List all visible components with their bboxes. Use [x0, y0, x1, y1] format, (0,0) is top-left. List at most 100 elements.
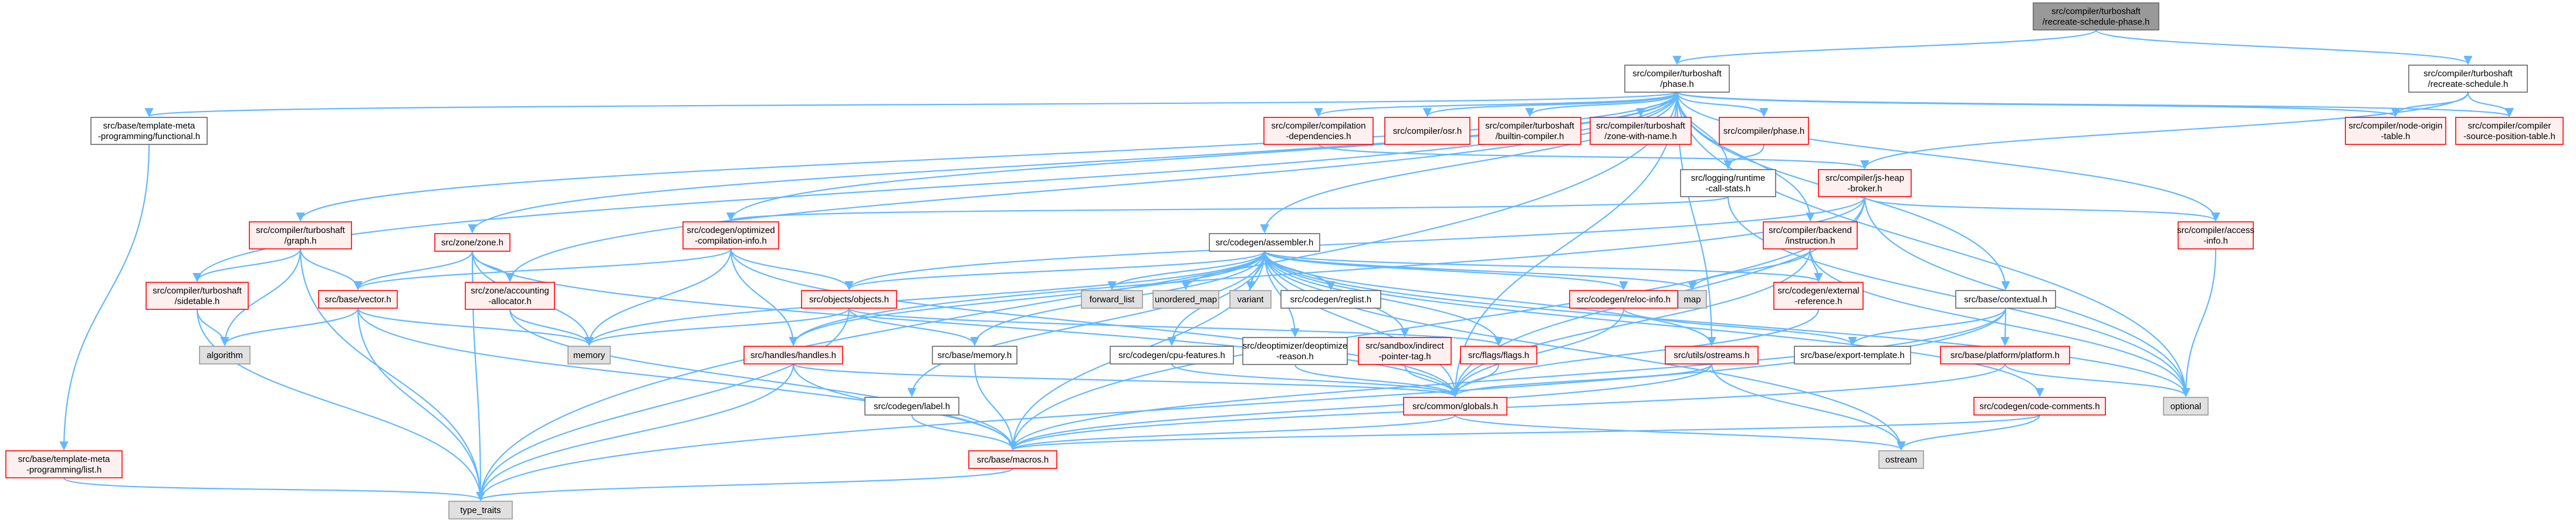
edge-compphase-to-runtimecall — [1723, 144, 1765, 170]
node-label: /phase.h — [1660, 79, 1694, 89]
edge-platform-to-optional — [2004, 363, 2190, 397]
node-label: /zone-with-name.h — [1604, 131, 1676, 141]
node-objects[interactable]: src/objects/objects.h — [801, 290, 897, 309]
edge-relocinfo-to-exporttemplate — [1622, 308, 1857, 346]
node-zone[interactable]: src/zone/zone.h — [434, 233, 511, 252]
node-label: src/logging/runtime — [1691, 173, 1766, 183]
edge-phase-to-access — [1676, 92, 2220, 222]
node-label: src/compiler/compilation — [1272, 121, 1366, 131]
node-sandboxtag[interactable]: src/sandbox/indirect-pointer-tag.h — [1358, 337, 1452, 365]
node-sourcepos[interactable]: src/compiler/compiler-source-position-ta… — [2455, 117, 2564, 145]
edge-handles-to-typetraits — [476, 363, 795, 501]
node-globals[interactable]: src/common/globals.h — [1403, 397, 1507, 416]
node-relocinfo[interactable]: src/codegen/reloc-info.h — [1569, 290, 1678, 309]
node-label: -compilation-info.h — [695, 236, 767, 246]
edge-graph-to-vector — [299, 248, 363, 291]
node-osr[interactable]: src/compiler/osr.h — [1384, 117, 1470, 145]
edge-contextual-to-macros — [1008, 308, 2007, 451]
node-basememory[interactable]: src/base/memory.h — [932, 346, 1017, 365]
node-box — [249, 221, 352, 249]
node-reglist[interactable]: src/codegen/reglist.h — [1280, 290, 1381, 309]
node-box — [199, 346, 251, 365]
node-zonewithname[interactable]: src/compiler/turboshaft/zone-with-name.h — [1590, 117, 1692, 145]
node-access[interactable]: src/compiler/access-info.h — [2177, 221, 2254, 249]
node-optcomp[interactable]: src/codegen/optimized-compilation-info.h — [682, 221, 779, 249]
node-graph[interactable]: src/compiler/turboshaft/graph.h — [249, 221, 352, 249]
edge-contextual-to-exporttemplate — [1848, 308, 2007, 346]
node-label: -programming/functional.h — [98, 131, 200, 141]
node-label: -reference.h — [1795, 296, 1843, 306]
node-root[interactable]: src/compiler/turboshaft/recreate-schedul… — [2033, 2, 2159, 31]
node-box — [1569, 290, 1678, 309]
edge-sidetable-to-typetraits — [196, 309, 485, 501]
node-ostream[interactable]: ostream — [1878, 450, 1924, 469]
node-nodeorigin[interactable]: src/compiler/node-origin-table.h — [2345, 117, 2446, 145]
node-forwardlist[interactable]: forward_list — [1081, 290, 1143, 309]
node-runtimecall[interactable]: src/logging/runtime-call-stats.h — [1680, 169, 1776, 197]
edge-assembler-to-deoptreason — [1263, 251, 1300, 338]
node-label: map — [1683, 295, 1701, 305]
node-optional[interactable]: optional — [2163, 397, 2209, 416]
node-recreate[interactable]: src/compiler/turboshaft/recreate-schedul… — [2408, 65, 2528, 93]
node-assembler[interactable]: src/codegen/assembler.h — [1209, 233, 1320, 252]
node-label: -info.h — [2203, 236, 2228, 246]
node-label: src/codegen/reglist.h — [1290, 295, 1371, 305]
node-jsheap[interactable]: src/compiler/js-heap-broker.h — [1818, 169, 1912, 197]
node-box — [1478, 117, 1581, 145]
node-label: src/objects/objects.h — [809, 295, 889, 305]
node-box — [1152, 290, 1219, 309]
edge-recreate-to-nodeorigin — [2391, 92, 2469, 117]
node-box — [1460, 346, 1537, 365]
node-label: unordered_map — [1155, 295, 1217, 305]
node-map[interactable]: map — [1678, 290, 1707, 309]
edge-macros-to-typetraits — [476, 467, 1014, 501]
node-label: /recreate-schedule-phase.h — [2043, 17, 2150, 27]
node-variant[interactable]: variant — [1229, 290, 1272, 309]
edge-optcomp-to-objects — [730, 248, 854, 291]
node-deoptreason[interactable]: src/deoptimizer/deoptimize-reason.h — [1242, 337, 1348, 365]
node-compdeps[interactable]: src/compiler/compilation-dependencies.h — [1263, 117, 1374, 145]
edge-graph-to-typetraits — [299, 248, 485, 501]
edge-vector-to-typetraits — [357, 308, 485, 501]
node-list[interactable]: src/base/template-meta-programming/list.… — [5, 450, 123, 478]
node-backendinstr[interactable]: src/compiler/backend/instruction.h — [1763, 221, 1858, 249]
node-box — [2408, 65, 2528, 93]
node-zoneacct[interactable]: src/zone/accounting-allocator.h — [465, 282, 555, 310]
node-codecomments[interactable]: src/codegen/code-comments.h — [1973, 397, 2106, 416]
node-compphase[interactable]: src/compiler/phase.h — [1719, 117, 1809, 145]
node-box — [801, 290, 897, 309]
node-sidetable[interactable]: src/compiler/turboshaft/sidetable.h — [146, 282, 249, 310]
edge-globals-to-ostream — [1454, 414, 1906, 451]
node-macros[interactable]: src/base/macros.h — [968, 450, 1057, 469]
node-label: src/compiler/node-origin — [2348, 121, 2442, 131]
node-platform[interactable]: src/base/platform/platform.h — [1940, 346, 2070, 365]
node-algorithm[interactable]: algorithm — [199, 346, 251, 365]
edge-optcomp-to-handles — [730, 248, 798, 346]
edge-zone-to-vector — [353, 251, 474, 291]
node-unorderedmap[interactable]: unordered_map — [1152, 290, 1219, 309]
node-exporttemplate[interactable]: src/base/export-template.h — [1794, 346, 1911, 365]
node-functional[interactable]: src/base/template-meta-programming/funct… — [90, 117, 208, 145]
edge-vector-to-algorithm — [220, 308, 359, 346]
edge-deoptreason-to-globals — [1294, 364, 1460, 397]
node-label: variant — [1237, 295, 1264, 305]
node-builtincompiler[interactable]: src/compiler/turboshaft/builtin-compiler… — [1478, 117, 1581, 145]
edge-objects-to-flags — [848, 307, 1503, 346]
node-contextual[interactable]: src/base/contextual.h — [1955, 290, 2056, 309]
node-handles[interactable]: src/handles/handles.h — [743, 346, 843, 365]
node-cpufeatures[interactable]: src/codegen/cpu-features.h — [1110, 346, 1234, 365]
edge-compdeps-to-jsheap — [1317, 143, 1870, 170]
node-label: src/base/contextual.h — [1964, 295, 2047, 305]
node-phase[interactable]: src/compiler/turboshaft/phase.h — [1624, 65, 1730, 93]
node-typetraits[interactable]: type_traits — [448, 501, 513, 519]
node-label[interactable]: src/codegen/label.h — [864, 397, 959, 416]
node-extref[interactable]: src/codegen/external-reference.h — [1773, 282, 1864, 310]
edge-optcomp-to-vector — [353, 248, 732, 291]
node-vector[interactable]: src/base/vector.h — [318, 290, 398, 309]
edge-assembler-to-codecomments — [1263, 251, 2044, 397]
edge-zone-to-zoneacct — [471, 251, 515, 282]
node-memory[interactable]: memory — [567, 346, 611, 365]
node-label: src/codegen/label.h — [874, 401, 950, 411]
node-ostreams[interactable]: src/utils/ostreams.h — [1665, 346, 1759, 365]
node-flags[interactable]: src/flags/flags.h — [1460, 346, 1537, 365]
